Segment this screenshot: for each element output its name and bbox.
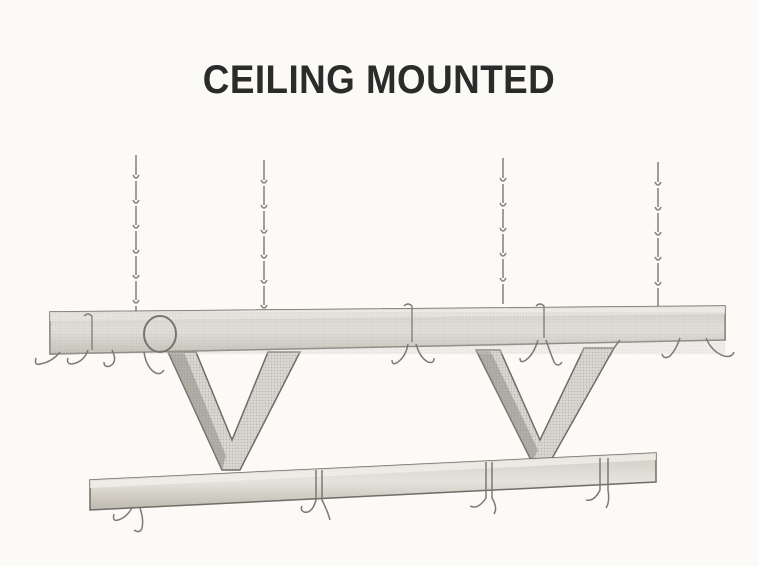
chain (499, 158, 507, 304)
hook (585, 458, 601, 502)
top-bar (49, 305, 726, 355)
hook (143, 351, 165, 375)
hook (300, 470, 317, 513)
hook (661, 337, 681, 359)
right-v-shadow (476, 350, 538, 462)
v-supports (166, 347, 616, 471)
chain (132, 155, 140, 318)
hook (491, 462, 497, 515)
hook (705, 337, 735, 358)
chain (260, 160, 268, 318)
left-v-shadow (168, 352, 226, 470)
hook (609, 339, 621, 357)
hook (415, 343, 435, 364)
hook (391, 343, 409, 365)
chain-group (132, 155, 662, 318)
page-title: CEILING MOUNTED (202, 58, 556, 102)
hook (103, 349, 116, 368)
hook (469, 462, 487, 508)
hooks-bottom (112, 458, 610, 533)
hook (112, 507, 133, 522)
chain (654, 162, 662, 308)
bottom-bar (89, 452, 657, 511)
hook (519, 339, 539, 363)
hook (34, 351, 61, 366)
hook (545, 339, 563, 366)
hook-loops (83, 303, 545, 350)
hook (321, 470, 331, 521)
hooks-top (34, 337, 735, 375)
hook (66, 349, 89, 365)
hook (605, 458, 610, 509)
hook (133, 507, 144, 533)
